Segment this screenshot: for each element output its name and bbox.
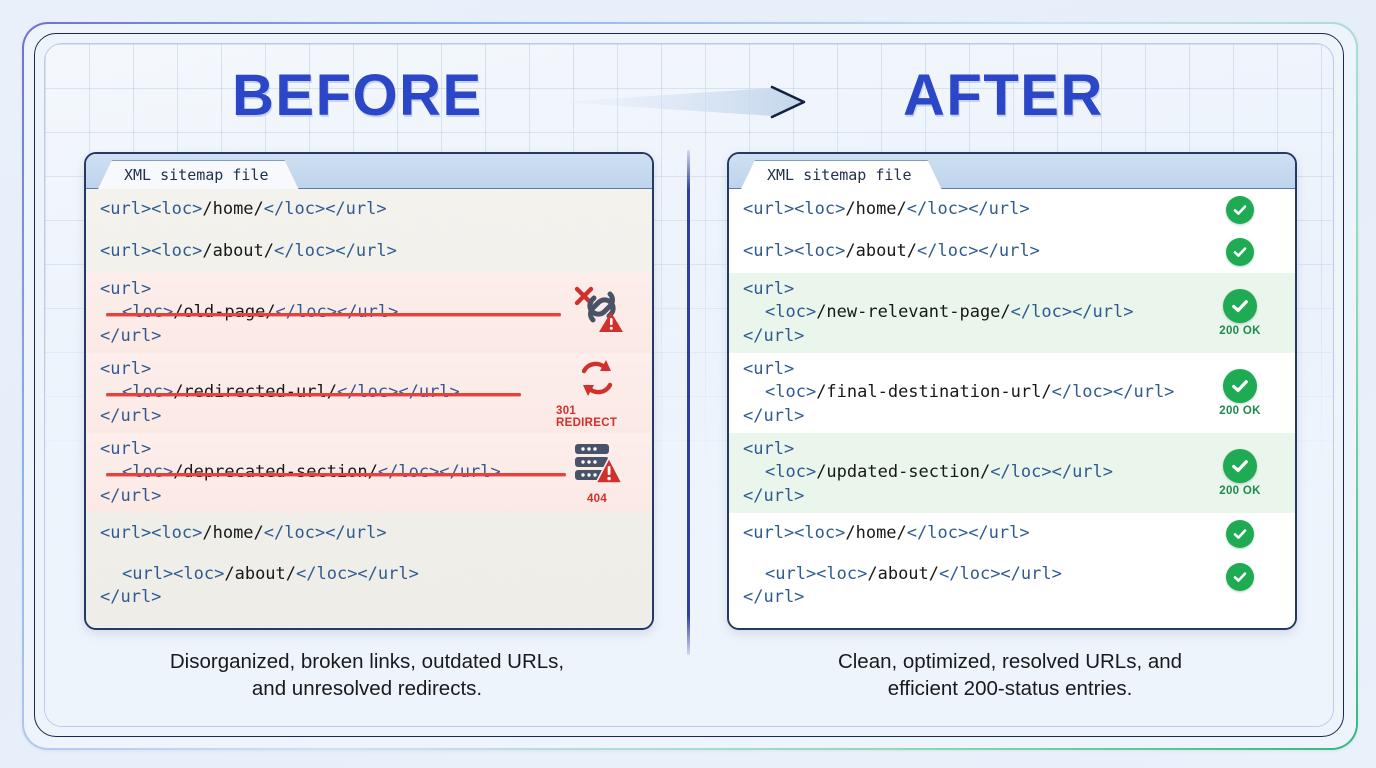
code-block: <url><loc>/about/</loc></url> </url> [100,564,419,608]
after-code-body: <url><loc>/home/</loc></url> <url><loc>/… [729,189,1295,627]
check-circle-icon [1223,369,1257,403]
row-status [1199,520,1281,548]
check-circle-icon [1223,449,1257,483]
table-row: <url><loc>/about/</loc></url> </url> [729,555,1295,615]
table-row-redirect: <url> <loc>/redirected-url/</loc></url> … [86,353,652,433]
tab-xml-sitemap-file-before[interactable]: XML sitemap file [98,160,299,189]
panel-divider [687,150,690,655]
code-line: <url><loc>/home/</loc></url> [743,523,1030,544]
status-label: 200 OK [1219,325,1261,337]
row-status: 200 OK [1199,369,1281,417]
table-row-404: <url> <loc>/deprecated-section/</loc></u… [86,433,652,513]
check-circle-icon [1226,196,1254,224]
code-block: <url> <loc>/new-relevant-page/</loc></ur… [743,278,1134,346]
server-error-icon [571,442,624,491]
before-tabbar: XML sitemap file [86,154,652,189]
row-status: 200 OK [1199,289,1281,337]
strikethrough-line [106,473,566,476]
after-sitemap-panel: XML sitemap file <url><loc>/home/</loc><… [727,152,1297,630]
caption-before: Disorganized, broken links, outdated URL… [169,650,565,701]
table-row: <url><loc>/home/</loc></url> [86,189,652,231]
code-line: <url><loc>/about/</loc></url> [743,241,1040,262]
table-row-broken-link: <url> <loc>/old-page/</loc></url> </url> [86,273,652,353]
table-row: <url><loc>/about/</loc></url> [86,231,652,273]
status-label: 404 [586,492,608,505]
broken-link-icon [569,284,625,341]
table-row-resolved: <url> <loc>/final-destination-url/</loc>… [729,353,1295,433]
table-row-resolved: <url> <loc>/updated-section/</loc></url>… [729,433,1295,513]
tab-label: XML sitemap file [124,166,269,184]
before-sitemap-panel: XML sitemap file <url><loc>/home/</loc><… [84,152,654,630]
table-row: <url><loc>/home/</loc></url> [729,189,1295,231]
check-circle-icon [1226,238,1254,266]
table-row: <url><loc>/home/</loc></url> [729,513,1295,555]
code-line: <url><loc>/home/</loc></url> [100,523,387,544]
table-row-resolved: <url> <loc>/new-relevant-page/</loc></ur… [729,273,1295,353]
before-code-body: <url><loc>/home/</loc></url> <url><loc>/… [86,189,652,627]
check-circle-icon [1226,563,1254,591]
row-status [556,284,638,343]
row-status [1199,563,1281,591]
row-status: 404 [556,442,638,505]
redirect-loop-icon [575,358,619,403]
strikethrough-line [106,393,521,396]
row-status [1199,238,1281,266]
arrow-right-icon [556,82,826,122]
after-tabbar: XML sitemap file [729,154,1295,189]
caption-after: Clean, optimized, resolved URLs, and eff… [837,650,1183,701]
tab-label: XML sitemap file [767,166,912,184]
strikethrough-line [106,313,561,316]
check-circle-icon [1226,520,1254,548]
check-circle-icon [1223,289,1257,323]
table-row: <url><loc>/about/</loc></url> [729,231,1295,273]
code-block: <url> <loc>/updated-section/</loc></url>… [743,438,1114,506]
row-status [1199,196,1281,224]
table-row: <url><loc>/home/</loc></url> [86,513,652,555]
code-block: <url><loc>/about/</loc></url> </url> [743,564,1062,608]
row-status: 200 OK [1199,449,1281,497]
tab-xml-sitemap-file-after[interactable]: XML sitemap file [741,160,942,189]
code-line: <url><loc>/home/</loc></url> [100,199,387,220]
status-label: 200 OK [1219,485,1261,497]
heading-after: AFTER [903,63,1104,128]
row-status: 301 REDIRECT [556,358,638,429]
code-line: <url><loc>/about/</loc></url> [100,241,397,262]
code-line: <url><loc>/home/</loc></url> [743,199,1030,220]
heading-before: BEFORE [232,63,483,128]
table-row: <url><loc>/about/</loc></url> </url> [86,555,652,615]
status-label: 301 REDIRECT [556,404,618,429]
code-block: <url> <loc>/final-destination-url/</loc>… [743,358,1175,426]
status-label: 200 OK [1219,405,1261,417]
